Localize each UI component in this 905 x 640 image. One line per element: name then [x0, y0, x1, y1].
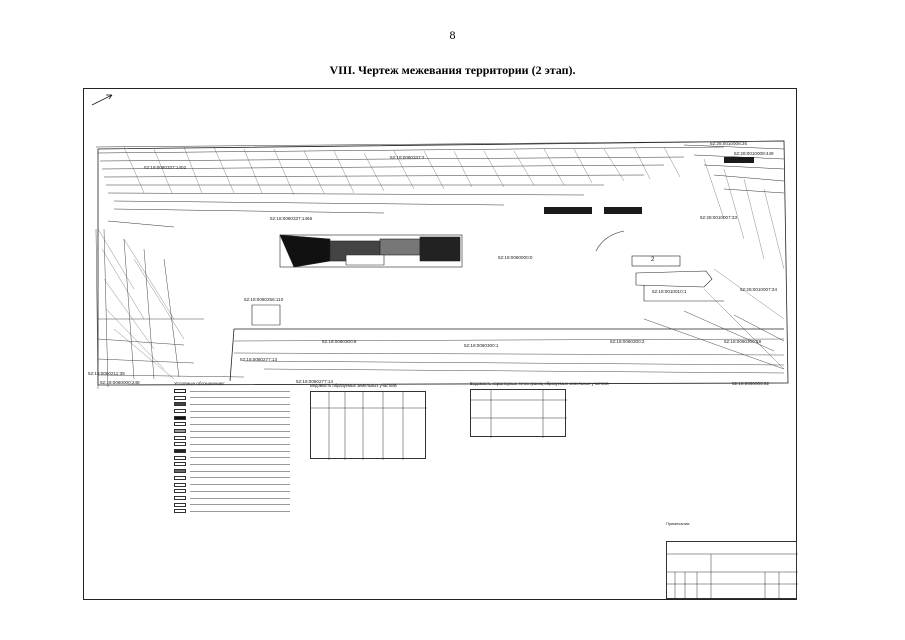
- cadastral-label: 52:18:0060300:1: [464, 343, 499, 348]
- right-objects: [595, 230, 724, 302]
- legend-row: [174, 408, 302, 414]
- table2-caption: Ведомость характерных точек границ образ…: [470, 381, 609, 386]
- survey-plan: [91, 94, 789, 390]
- legend-row: [174, 395, 302, 401]
- notes: Примечания:: [666, 521, 690, 526]
- station-building: [279, 234, 463, 268]
- points-table: [470, 389, 567, 438]
- cadastral-label: 52:28:0010007:33: [700, 215, 738, 220]
- small-plot: [251, 304, 281, 326]
- cadastral-label: 52:18:0060277:13: [240, 357, 278, 362]
- page-number: 8: [449, 28, 456, 42]
- upper-corridor: [95, 140, 785, 228]
- title-block-grid: [667, 553, 798, 600]
- cadastral-label: 52:18:0060300:8: [322, 339, 357, 344]
- cadastral-label: 52:18:0060000:62: [732, 381, 770, 386]
- cadastral-label: 52:18:0060211:39: [88, 371, 125, 376]
- cadastral-label: 52:18:0060337:1466: [270, 216, 313, 221]
- north-arrow-icon: [91, 94, 113, 106]
- legend-row: [174, 495, 302, 501]
- legend-row: [174, 508, 302, 514]
- legend-row: [174, 448, 302, 454]
- legend-row: [174, 415, 302, 421]
- legend-title: Условные обозначения:: [174, 381, 225, 386]
- legend-row: [174, 482, 302, 488]
- legend-row: [174, 475, 302, 481]
- cadastral-label: 52:18:0060000:0: [498, 255, 533, 260]
- table-grid: [311, 392, 427, 460]
- legend: Условные обозначения:: [174, 381, 302, 515]
- cadastral-label: 52:18:0060337:2: [390, 155, 425, 160]
- legend-row: [174, 442, 302, 448]
- cadastral-label: 52:18:0010010:1: [652, 289, 687, 294]
- cadastral-label: 52:18:0060277:14: [296, 379, 334, 384]
- title-block: [666, 541, 798, 600]
- zone-marker-label: 2: [651, 257, 655, 263]
- legend-row: [174, 468, 302, 474]
- legend-row: [174, 388, 302, 394]
- cadastral-label: 52:28:0010008:26: [710, 141, 748, 146]
- legend-row: [174, 455, 302, 461]
- left-area: [95, 228, 245, 390]
- table1-caption: Ведомость образуемых земельных участков: [310, 383, 397, 388]
- cadastral-label: 52:18:0060337:1402: [144, 165, 187, 170]
- cadastral-label: 52:18:0060000:249: [100, 380, 140, 385]
- cadastral-label: 52:18:0060256:110: [244, 297, 284, 302]
- plots-table: [310, 391, 427, 460]
- lower-corridor: [233, 310, 785, 374]
- legend-row: [174, 421, 302, 427]
- table-grid: [471, 390, 567, 438]
- legend-row: [174, 428, 302, 434]
- upper-hatching: [97, 146, 785, 380]
- cadastral-label: 52:28:0010007:34: [740, 287, 778, 292]
- notes-title: Примечания:: [666, 521, 691, 526]
- legend-row: [174, 488, 302, 494]
- legend-row: [174, 462, 302, 468]
- drawing-sheet: 52:18:0060337:1402 52:18:0060337:2 52:28…: [83, 88, 798, 600]
- page-title: VIII. Чертеж межевания территории (2 эта…: [329, 63, 576, 77]
- cadastral-label: 52:28:0010008:449: [734, 151, 774, 156]
- legend-row: [174, 502, 302, 508]
- territory-boundary: [97, 140, 789, 386]
- legend-row: [174, 435, 302, 441]
- cadastral-label: 52:18:0060300:2: [610, 339, 645, 344]
- legend-row: [174, 401, 302, 407]
- cadastral-label: 52:18:0060300:59: [724, 339, 762, 344]
- dark-segments: [544, 157, 754, 214]
